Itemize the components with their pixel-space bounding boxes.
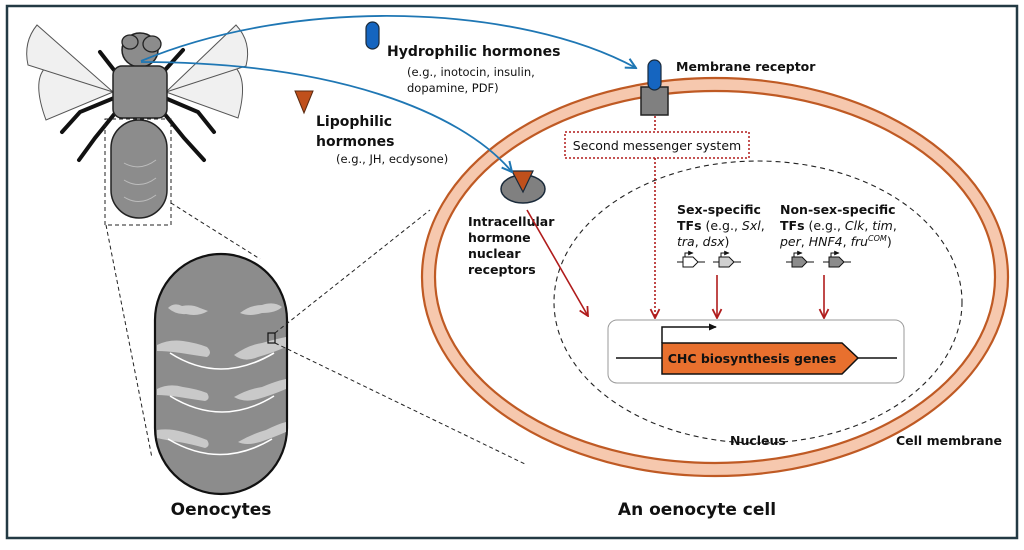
- hydrophilic-hormones: Hydrophilic hormones (e.g., inotocin, in…: [365, 21, 560, 95]
- svg-text:tra, dsx): tra, dsx): [677, 234, 729, 249]
- fly-eye-left: [121, 34, 139, 50]
- svg-text:hormones: hormones: [316, 134, 395, 150]
- transcription-start-arrow: [661, 323, 717, 343]
- tf-gene-symbol: [786, 250, 814, 268]
- lipophilic-title: Lipophilic: [316, 114, 392, 130]
- hydrophilic-title: Hydrophilic hormones: [387, 44, 560, 60]
- cell-zoom-line-top: [274, 209, 431, 334]
- cell-title: An oenocyte cell: [618, 500, 776, 520]
- oenocytes-panel: Oenocytes: [153, 252, 289, 520]
- hydrophilic-hormone-arrow: [140, 15, 636, 68]
- svg-text:per, HNF4, fruCOM): per, HNF4, fruCOM): [779, 234, 892, 249]
- cell-zoom-line-bottom: [274, 342, 528, 466]
- svg-text:dopamine, PDF): dopamine, PDF): [407, 81, 499, 95]
- receptor-bound-hydrophilic-hormone: [647, 59, 662, 91]
- membrane-receptor-label: Membrane receptor: [676, 59, 816, 74]
- second-messenger-box: [564, 131, 750, 159]
- oenocytes-abdomen: [153, 252, 289, 496]
- fly-eye-right: [142, 35, 162, 53]
- cell-zoom-box: [267, 332, 276, 344]
- fly-abdomen: [110, 119, 168, 219]
- zoom-line-right: [170, 202, 261, 260]
- sex-specific-examples: TFs (e.g., Sxl,: [677, 218, 765, 233]
- nuclear-receptor-to-genes-arrow: [526, 209, 588, 316]
- svg-text:receptors: receptors: [468, 262, 536, 277]
- abdomen-zoom-box: [104, 118, 172, 226]
- svg-text:TFs (e.g., Clk, tim,: TFs (e.g., Clk, tim,: [780, 218, 897, 233]
- chc-gene-block: [661, 342, 860, 375]
- sex-specific-tfs: Sex-specific TFs (e.g., Sxl, tra, dsx): [677, 202, 765, 318]
- tf-gene-symbol: [713, 250, 741, 268]
- nucleus: [553, 160, 963, 444]
- oenocytes-title: Oenocytes: [171, 500, 272, 520]
- tf-gene-symbol: [823, 250, 851, 268]
- oenocyte-cell: Membrane receptor Second messenger syste…: [420, 59, 1010, 520]
- hydrophilic-hormone-icon: [365, 21, 380, 50]
- svg-text:nuclear: nuclear: [468, 246, 521, 261]
- left-wing-front: [26, 24, 114, 93]
- oenocyte-clusters: [157, 303, 286, 448]
- svg-text:(e.g., JH, ecdysone): (e.g., JH, ecdysone): [336, 152, 448, 166]
- zoom-line-left: [105, 224, 153, 459]
- membrane-receptor: [640, 86, 669, 116]
- lipophilic-hormone-arrow: [140, 61, 512, 172]
- chc-gene-label: CHC biosynthesis genes: [668, 351, 837, 366]
- right-wing-front: [165, 24, 249, 93]
- tf-gene-symbol: [677, 250, 705, 268]
- fly-illustration: [26, 24, 249, 226]
- svg-text:(e.g., inotocin, insulin,: (e.g., inotocin, insulin,: [407, 65, 535, 79]
- receptor-bound-lipophilic-hormone: [511, 170, 534, 194]
- svg-text:hormone: hormone: [468, 230, 531, 245]
- sex-specific-title: Sex-specific: [677, 202, 761, 217]
- cell-membrane-label: Cell membrane: [896, 433, 1002, 448]
- oenocyte-segment-lines: [167, 352, 275, 456]
- non-sex-specific-title: Non-sex-specific: [780, 202, 896, 217]
- nuclear-receptor-label: Intracellular hormone nuclear receptors: [468, 214, 555, 277]
- second-messenger-label: Second messenger system: [573, 138, 741, 153]
- non-sex-specific-tfs: Non-sex-specific TFs (e.g., Clk, tim, pe…: [779, 202, 897, 318]
- lipophilic-hormones: Lipophilic hormones (e.g., JH, ecdysone): [294, 90, 448, 166]
- svg-text:Intracellular: Intracellular: [468, 214, 555, 229]
- nucleus-label: Nucleus: [730, 433, 786, 448]
- fly-legs: [60, 48, 216, 162]
- fly-thorax: [112, 65, 168, 119]
- lipophilic-hormone-icon: [294, 90, 314, 115]
